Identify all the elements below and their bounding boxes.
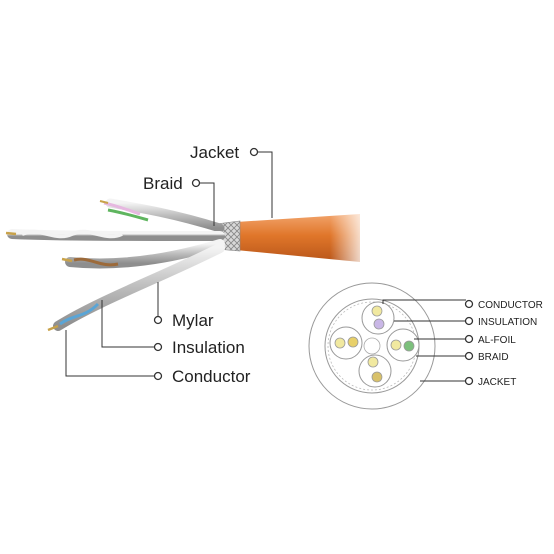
jacket-body <box>236 214 360 262</box>
label-insulation: Insulation <box>172 338 245 357</box>
cross-section-diagram: CONDUCTOR INSULATION AL-FOIL BRAID JACKE… <box>308 282 543 410</box>
cs-label-insulation: INSULATION <box>478 317 537 328</box>
cs-label-conductor: CONDUCTOR <box>478 300 543 311</box>
label-jacket: Jacket <box>190 143 239 162</box>
cable-leader-lines <box>65 147 273 381</box>
cs-label-jacket: JACKET <box>478 377 516 388</box>
cs-label-al-foil: AL-FOIL <box>478 335 516 346</box>
label-mylar: Mylar <box>172 311 214 330</box>
label-conductor: Conductor <box>172 367 251 386</box>
cross-section-leader-lines <box>382 299 474 386</box>
cs-label-braid: BRAID <box>478 352 509 363</box>
cable-illustration: Jacket Braid Mylar Insulation Conductor <box>5 143 370 386</box>
label-braid: Braid <box>143 174 183 193</box>
